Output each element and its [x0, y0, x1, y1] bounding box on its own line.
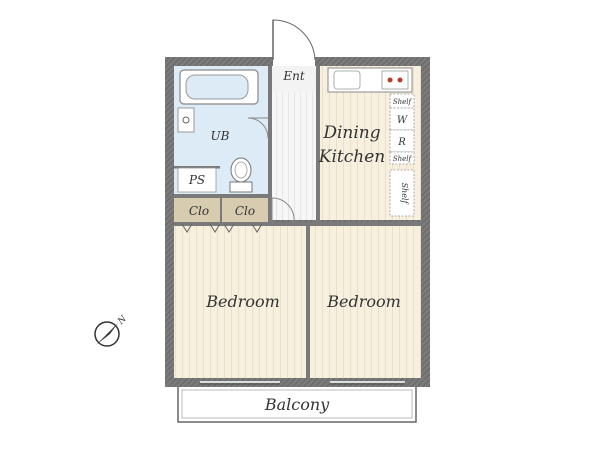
bedroom-left-floor	[174, 226, 306, 378]
closet-doors	[181, 223, 263, 233]
toilet-icon	[229, 157, 253, 193]
dining-label: Dining	[322, 123, 380, 143]
hall-door-swing	[271, 197, 295, 223]
shelf-mid-box	[389, 151, 415, 165]
bathtub-icon	[179, 69, 259, 105]
pipe-space	[177, 167, 217, 193]
balcony-area	[177, 385, 417, 423]
entrance-floor	[272, 66, 316, 92]
fridge-label: R	[397, 137, 406, 148]
shelf-mid-label: Shelf	[393, 155, 413, 163]
kitchen-label: Kitchen	[318, 147, 385, 167]
hallway-floor	[272, 92, 316, 220]
bedroom-right-floor	[310, 226, 421, 378]
sink-icon	[177, 107, 195, 133]
shelf-side-box	[389, 169, 415, 217]
closet-left-label: Clo	[189, 204, 209, 218]
bath-label: UB	[211, 129, 230, 143]
shelf-side-label: Shelf	[400, 183, 409, 206]
bedroom-right-label: Bedroom	[326, 292, 401, 311]
balcony-label: Balcony	[264, 395, 330, 414]
pipe-space-label: PS	[188, 173, 205, 187]
entrance-door-swing	[272, 19, 316, 61]
shelf-top-label: Shelf	[393, 98, 413, 106]
kitchen-counter	[327, 67, 413, 93]
compass-north-label: N	[116, 313, 130, 327]
closet-right-label: Clo	[235, 204, 255, 218]
compass-icon	[94, 321, 120, 347]
washer-label: W	[397, 115, 408, 126]
bedroom-left-label: Bedroom	[205, 292, 280, 311]
bath-door-swing	[247, 117, 269, 139]
entrance-label: Ent	[282, 69, 304, 83]
